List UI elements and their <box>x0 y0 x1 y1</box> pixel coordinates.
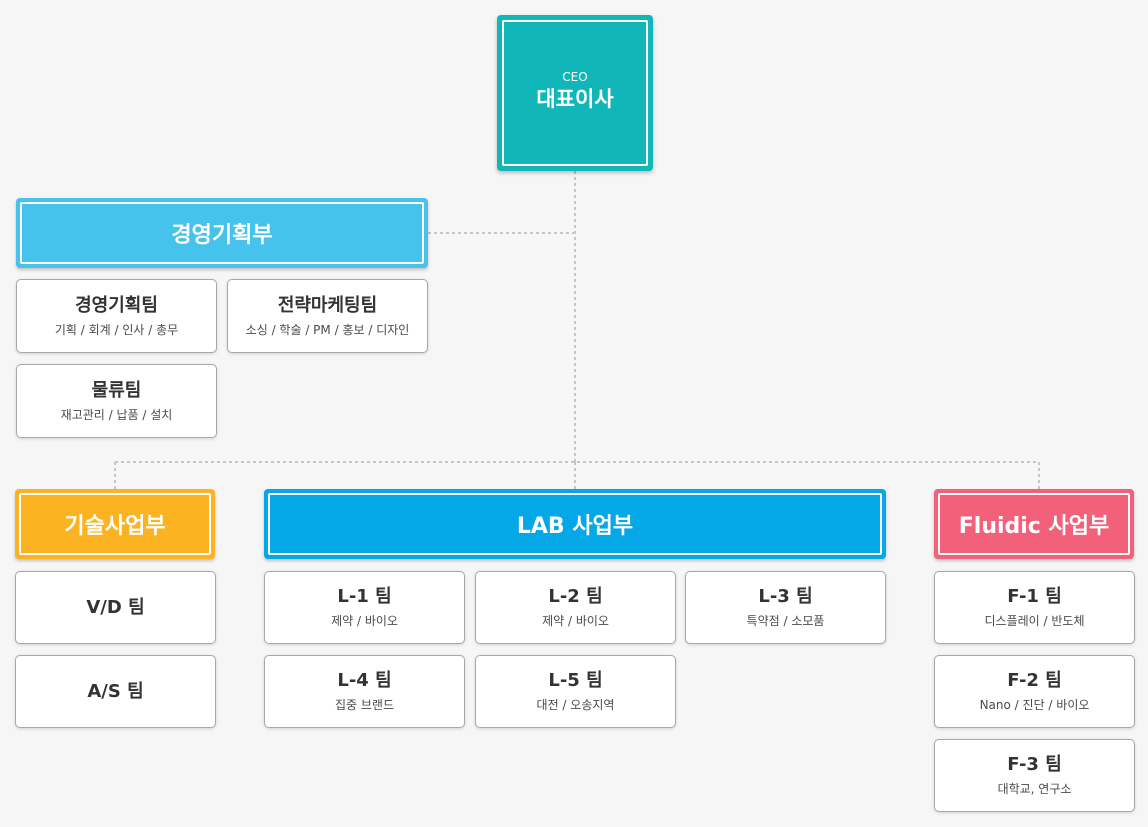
team-box-logistics: 물류팀 재고관리 / 납품 / 설치 <box>16 364 217 438</box>
team-desc: 제약 / 바이오 <box>331 614 398 628</box>
team-box-l3: L-3 팀 특약점 / 소모품 <box>685 571 886 644</box>
management-dept-box: 경영기획부 <box>16 198 428 268</box>
team-name: F-1 팀 <box>1007 586 1062 607</box>
lab-dept-box: LAB 사업부 <box>264 489 886 559</box>
team-name: A/S 팀 <box>87 680 144 702</box>
team-box-l2: L-2 팀 제약 / 바이오 <box>475 571 676 644</box>
team-name: L-5 팀 <box>548 670 603 691</box>
team-box-l4: L-4 팀 집중 브랜드 <box>264 655 465 728</box>
management-dept-title: 경영기획부 <box>20 202 424 264</box>
team-name: L-2 팀 <box>548 586 603 607</box>
team-box-f1: F-1 팀 디스플레이 / 반도체 <box>934 571 1135 644</box>
team-desc: 대학교, 연구소 <box>997 782 1072 796</box>
team-name: L-1 팀 <box>337 586 392 607</box>
team-name: F-3 팀 <box>1007 754 1062 775</box>
team-desc: 디스플레이 / 반도체 <box>984 614 1085 628</box>
tech-dept-title: 기술사업부 <box>19 493 211 555</box>
team-desc: 특약점 / 소모품 <box>746 614 825 628</box>
team-desc: 대전 / 오송지역 <box>536 698 615 712</box>
fluidic-dept-box: Fluidic 사업부 <box>934 489 1134 559</box>
team-desc: 집중 브랜드 <box>334 698 394 712</box>
team-name: 물류팀 <box>91 379 142 401</box>
team-desc: 재고관리 / 납품 / 설치 <box>60 407 173 422</box>
team-box-management-planning: 경영기획팀 기획 / 회계 / 인사 / 총무 <box>16 279 217 353</box>
team-desc: 제약 / 바이오 <box>542 614 609 628</box>
team-box-f3: F-3 팀 대학교, 연구소 <box>934 739 1135 812</box>
ceo-subtitle: CEO <box>562 70 588 84</box>
team-box-l5: L-5 팀 대전 / 오송지역 <box>475 655 676 728</box>
team-name: 전략마케팅팀 <box>277 294 378 316</box>
team-name: L-4 팀 <box>337 670 392 691</box>
team-box-as: A/S 팀 <box>15 655 216 728</box>
team-box-l1: L-1 팀 제약 / 바이오 <box>264 571 465 644</box>
team-box-vd: V/D 팀 <box>15 571 216 644</box>
team-desc: 기획 / 회계 / 인사 / 총무 <box>54 322 179 337</box>
lab-dept-title: LAB 사업부 <box>268 493 882 555</box>
team-name: F-2 팀 <box>1007 670 1062 691</box>
team-name: L-3 팀 <box>758 586 813 607</box>
team-desc: Nano / 진단 / 바이오 <box>979 698 1090 712</box>
ceo-title: 대표이사 <box>536 87 614 111</box>
team-box-f2: F-2 팀 Nano / 진단 / 바이오 <box>934 655 1135 728</box>
fluidic-dept-title: Fluidic 사업부 <box>938 493 1130 555</box>
team-name: 경영기획팀 <box>75 294 158 316</box>
team-desc: 소싱 / 학술 / PM / 홍보 / 디자인 <box>245 322 410 337</box>
ceo-box: CEO 대표이사 <box>497 15 653 171</box>
tech-dept-box: 기술사업부 <box>15 489 215 559</box>
team-name: V/D 팀 <box>86 596 145 618</box>
team-box-strategy-marketing: 전략마케팅팀 소싱 / 학술 / PM / 홍보 / 디자인 <box>227 279 428 353</box>
